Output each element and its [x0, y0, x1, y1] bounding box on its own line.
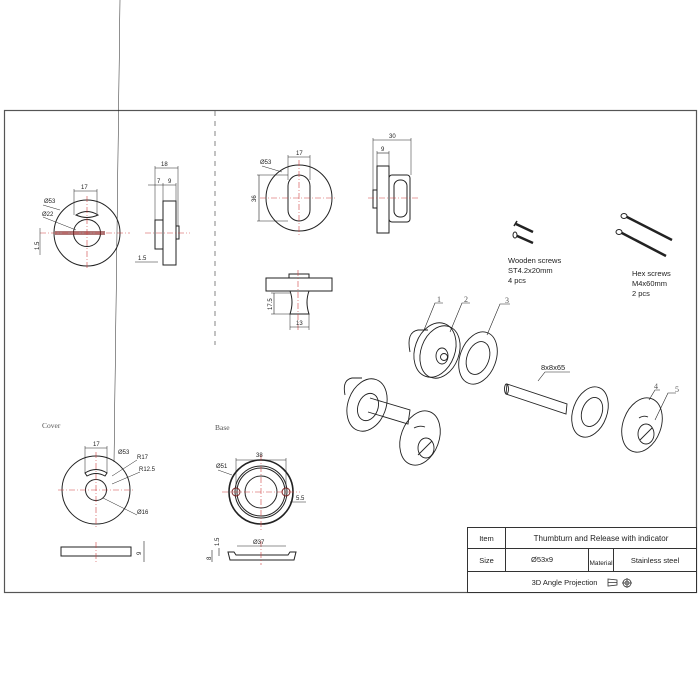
dim-label: 1.5	[35, 241, 41, 250]
dim-label: Ø53	[118, 450, 130, 456]
projection-label: 3D Angle Projection	[531, 578, 598, 587]
base-label: Base	[215, 423, 230, 432]
dim-label: 17.5	[268, 298, 274, 310]
title-block: Item Thumbturn and Release with indicato…	[467, 527, 697, 593]
dim-label: 38	[256, 453, 263, 459]
dim-label: 30	[389, 134, 396, 140]
dim-label: 9	[168, 179, 172, 185]
wooden-screws-name: Wooden screws	[508, 256, 561, 265]
hex-screws-name: Hex screws	[632, 269, 671, 278]
dim-label: 9	[137, 551, 143, 555]
top-mid-bottom-view	[265, 270, 333, 330]
dim-label: R17	[137, 455, 149, 461]
dim-label: Ø16	[137, 510, 149, 516]
title-row-size: Size Ø53x9 Material Stainless steel	[468, 549, 696, 572]
item-value: Thumbturn and Release with indicator	[533, 533, 669, 543]
dim-label: Ø51	[216, 464, 228, 470]
title-row-item: Item Thumbturn and Release with indicato…	[468, 528, 696, 549]
dim-label: 13	[296, 321, 303, 327]
projection-globe-icon	[622, 577, 633, 588]
top-left-side-view	[135, 166, 190, 266]
item-label: Item	[468, 528, 506, 548]
wooden-screws-qty: 4 pcs	[508, 276, 526, 285]
dim-label: 5.5	[296, 496, 305, 502]
dim-label: 7	[157, 179, 161, 185]
projection-frustum-icon	[608, 578, 618, 587]
callout-5: 5	[675, 385, 679, 394]
top-mid-side-view	[368, 138, 418, 234]
material-label: Material	[589, 549, 614, 571]
dim-label: 17	[81, 185, 88, 191]
title-row-projection: 3D Angle Projection	[468, 572, 696, 593]
size-value: Ø53x9	[506, 549, 589, 571]
top-mid-front-view	[257, 155, 337, 235]
callout-2: 2	[464, 295, 468, 304]
top-left-front-view	[39, 189, 130, 270]
drawing-frame	[3, 109, 698, 594]
size-label: Size	[468, 549, 506, 571]
cover-label: Cover	[42, 421, 61, 430]
callout-1: 1	[437, 295, 441, 304]
dim-label: Ø53	[44, 199, 56, 205]
material-value: Stainless steel	[630, 555, 680, 565]
dim-label: R12.5	[139, 467, 156, 473]
dim-label: 17	[296, 151, 303, 157]
callout-4: 4	[654, 382, 658, 391]
callout-3: 3	[505, 296, 509, 305]
dim-label: Ø37	[253, 540, 265, 546]
hex-screws-qty: 2 pcs	[632, 289, 650, 298]
dim-label: 9	[381, 147, 385, 153]
base-front-view	[211, 455, 306, 565]
dim-label: 18	[161, 162, 168, 168]
cover-front-view	[58, 0, 145, 562]
projection-cell: 3D Angle Projection	[468, 572, 696, 593]
dim-label: 8	[207, 556, 213, 560]
wooden-screws-illustration	[512, 220, 534, 245]
dim-label: 1.5	[138, 256, 147, 262]
hex-screws-illustration	[615, 213, 673, 258]
dim-label: Ø53	[260, 160, 272, 166]
spindle-label: 8x8x65	[541, 363, 565, 372]
wooden-screws-spec: ST4.2x20mm	[508, 266, 553, 275]
dim-label: 17	[93, 442, 100, 448]
dim-label: 36	[252, 195, 258, 202]
hex-screws-spec: M4x60mm	[632, 279, 667, 288]
dim-label: Ø22	[42, 212, 54, 218]
dim-label: 1.5	[215, 537, 221, 546]
exploded-assembly-view	[343, 302, 676, 466]
